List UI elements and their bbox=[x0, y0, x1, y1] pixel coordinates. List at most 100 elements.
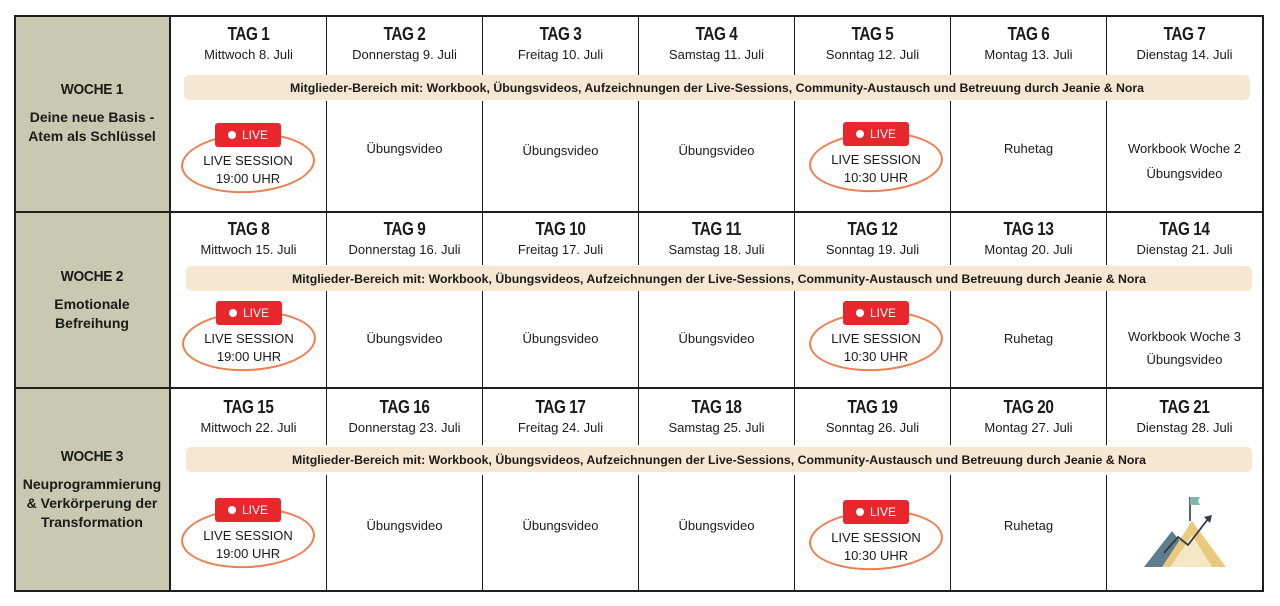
week-title: WOCHE 2 bbox=[60, 267, 124, 285]
day-header: TAG 14 Dienstag 21. Juli bbox=[1107, 219, 1262, 258]
day-date: Dienstag 14. Juli bbox=[1136, 47, 1233, 62]
day-title: TAG 18 bbox=[691, 397, 742, 417]
day-date: Montag 13. Juli bbox=[984, 47, 1073, 62]
live-badge: LIVE bbox=[215, 123, 281, 147]
day-header: TAG 2 Donnerstag 9. Juli bbox=[327, 24, 482, 63]
day-date: Freitag 17. Juli bbox=[517, 242, 604, 257]
day-title: TAG 17 bbox=[535, 397, 586, 417]
day-header: TAG 7 Dienstag 14. Juli bbox=[1107, 24, 1262, 63]
live-badge: LIVE bbox=[843, 301, 909, 325]
rest-day: Ruhetag bbox=[1003, 331, 1054, 346]
live-badge: LIVE bbox=[843, 500, 909, 524]
record-dot-icon bbox=[227, 131, 236, 139]
day-header: TAG 1 Mittwoch 8. Juli bbox=[171, 24, 326, 63]
rest-day: Ruhetag bbox=[1003, 518, 1054, 533]
record-dot-icon bbox=[227, 506, 236, 514]
day-header: TAG 19 Sonntag 26. Juli bbox=[795, 397, 950, 436]
exercise-video: Übungsvideo bbox=[522, 518, 599, 533]
day-date: Donnerstag 16. Juli bbox=[348, 242, 461, 257]
exercise-video: Übungsvideo bbox=[678, 518, 755, 533]
day-date: Sonntag 12. Juli bbox=[825, 47, 920, 62]
week-1-cell: WOCHE 1 Deine neue Basis - Atem als Schl… bbox=[14, 15, 170, 212]
day-header: TAG 3 Freitag 10. Juli bbox=[483, 24, 638, 63]
day-title: TAG 16 bbox=[379, 397, 430, 417]
day-date: Montag 27. Juli bbox=[984, 420, 1073, 435]
day-date: Mittwoch 15. Juli bbox=[200, 242, 297, 257]
day-title: TAG 5 bbox=[851, 24, 894, 44]
day-title: TAG 19 bbox=[847, 397, 898, 417]
day-date: Mittwoch 8. Juli bbox=[204, 47, 293, 62]
day-title: TAG 1 bbox=[227, 24, 270, 44]
day-header: TAG 11 Samstag 18. Juli bbox=[639, 219, 794, 258]
day-date: Sonntag 26. Juli bbox=[825, 420, 920, 435]
exercise-video: Übungsvideo bbox=[1146, 352, 1223, 367]
day-date: Samstag 18. Juli bbox=[668, 242, 765, 257]
day-header: TAG 13 Montag 20. Juli bbox=[951, 219, 1106, 258]
day-title: TAG 15 bbox=[223, 397, 274, 417]
live-badge: LIVE bbox=[216, 301, 282, 325]
day-title: TAG 11 bbox=[691, 219, 742, 239]
day-header: TAG 15 Mittwoch 22. Juli bbox=[171, 397, 326, 436]
exercise-video: Übungsvideo bbox=[1146, 166, 1223, 181]
day-header: TAG 5 Sonntag 12. Juli bbox=[795, 24, 950, 63]
day-date: Sonntag 19. Juli bbox=[825, 242, 920, 257]
exercise-video: Übungsvideo bbox=[678, 143, 755, 158]
week-2-cell: WOCHE 2 Emotionale Befreihung bbox=[14, 212, 170, 388]
exercise-video: Übungsvideo bbox=[366, 141, 443, 156]
record-dot-icon bbox=[855, 309, 864, 317]
day-date: Mittwoch 22. Juli bbox=[200, 420, 297, 435]
week-title: WOCHE 3 bbox=[60, 448, 124, 465]
week-subtitle: Deine neue Basis - Atem als Schlüssel bbox=[28, 109, 156, 144]
day-date: Dienstag 21. Juli bbox=[1136, 242, 1233, 257]
live-badge: LIVE bbox=[843, 122, 909, 146]
day-title: TAG 14 bbox=[1159, 219, 1210, 239]
day-date: Samstag 25. Juli bbox=[668, 420, 765, 435]
day-date: Samstag 11. Juli bbox=[668, 47, 765, 62]
day-date: Dienstag 28. Juli bbox=[1136, 420, 1233, 435]
mountain-flag-icon bbox=[1144, 497, 1226, 567]
day-date: Freitag 24. Juli bbox=[517, 420, 604, 435]
record-dot-icon bbox=[855, 130, 864, 138]
week-subtitle: Emotionale Befreihung bbox=[54, 295, 130, 331]
members-area-banner: Mitglieder-Bereich mit: Workbook, Übungs… bbox=[186, 447, 1252, 472]
record-dot-icon bbox=[855, 508, 864, 516]
day-title: TAG 7 bbox=[1163, 24, 1206, 44]
exercise-video: Übungsvideo bbox=[522, 143, 599, 158]
day-date: Montag 20. Juli bbox=[984, 242, 1073, 257]
workbook-label: Workbook Woche 2 bbox=[1128, 141, 1241, 156]
week-3-cell: WOCHE 3 Neuprogrammierung & Verkörperung… bbox=[14, 388, 170, 592]
day-title: TAG 21 bbox=[1159, 397, 1210, 417]
exercise-video: Übungsvideo bbox=[366, 331, 443, 346]
members-area-banner: Mitglieder-Bereich mit: Workbook, Übungs… bbox=[186, 266, 1252, 291]
rest-day: Ruhetag bbox=[1003, 141, 1054, 156]
day-title: TAG 8 bbox=[227, 219, 270, 239]
day-title: TAG 20 bbox=[1003, 397, 1054, 417]
record-dot-icon bbox=[228, 309, 237, 317]
day-header: TAG 10 Freitag 17. Juli bbox=[483, 219, 638, 258]
day-title: TAG 9 bbox=[383, 219, 426, 239]
day-header: TAG 6 Montag 13. Juli bbox=[951, 24, 1106, 63]
day-header: TAG 4 Samstag 11. Juli bbox=[639, 24, 794, 63]
day-header: TAG 8 Mittwoch 15. Juli bbox=[171, 219, 326, 258]
day-header: TAG 12 Sonntag 19. Juli bbox=[795, 219, 950, 258]
day-title: TAG 10 bbox=[535, 219, 586, 239]
day-date: Freitag 10. Juli bbox=[517, 47, 604, 62]
schedule-grid: WOCHE 1 Deine neue Basis - Atem als Schl… bbox=[14, 15, 1264, 592]
day-header: TAG 18 Samstag 25. Juli bbox=[639, 397, 794, 436]
exercise-video: Übungsvideo bbox=[522, 331, 599, 346]
day-title: TAG 3 bbox=[539, 24, 582, 44]
day-date: Donnerstag 9. Juli bbox=[352, 47, 457, 62]
workbook-label: Workbook Woche 3 bbox=[1128, 329, 1241, 344]
exercise-video: Übungsvideo bbox=[366, 518, 443, 533]
